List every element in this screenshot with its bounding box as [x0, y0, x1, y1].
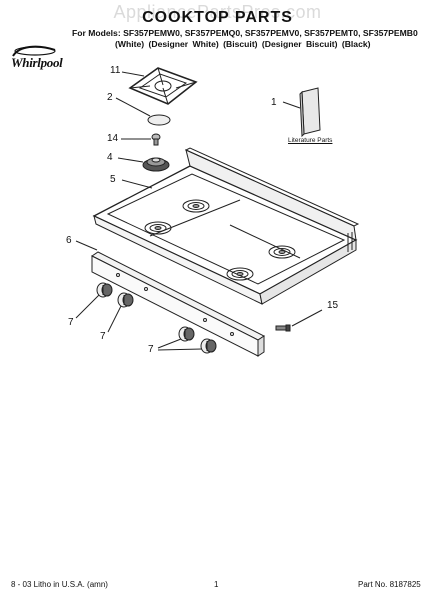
callout-7b: 7 — [100, 331, 106, 342]
callout-11: 11 — [110, 65, 121, 76]
callout-7a: 7 — [68, 317, 74, 328]
footer-page-number: 1 — [214, 580, 219, 589]
footer-litho: 8 - 03 Litho in U.S.A. (amn) — [11, 580, 108, 589]
model-variants: (White) (Designer White) (Biscuit) (Desi… — [115, 39, 371, 49]
orifice-spud — [151, 133, 161, 146]
callout-2: 2 — [107, 92, 113, 103]
whirlpool-logo: Whirlpool — [11, 55, 63, 70]
control-knob — [178, 326, 195, 342]
surface-burner-left-front — [144, 221, 172, 235]
model-list: For Models: SF357PEMW0, SF357PEMQ0, SF35… — [72, 28, 418, 38]
callout-1: 1 — [271, 97, 277, 108]
control-panel — [91, 251, 265, 357]
control-knob — [117, 292, 134, 308]
burner-base — [142, 157, 170, 172]
control-knob — [200, 338, 217, 354]
callout-5: 5 — [110, 174, 116, 185]
whirlpool-logo-swirl — [12, 45, 56, 57]
screw — [275, 324, 291, 332]
callout-4: 4 — [107, 152, 113, 163]
callout-14: 14 — [107, 133, 119, 144]
footer-part-number: Part No. 8187825 — [358, 580, 421, 589]
cooktop-main-top — [92, 147, 360, 305]
surface-burner-right-rear — [268, 245, 296, 259]
literature-parts-label: Literature Parts — [288, 137, 333, 144]
burner-grate — [128, 67, 198, 105]
control-knob — [96, 282, 113, 298]
callout-7c: 7 — [148, 344, 154, 355]
page-title: COOKTOP PARTS — [142, 9, 293, 26]
callout-6: 6 — [66, 235, 72, 246]
watermark: AppliancePartsPros.com — [113, 2, 322, 22]
burner-cap — [147, 114, 171, 126]
surface-burner-right-front — [226, 267, 254, 281]
surface-burner-left-rear — [182, 199, 210, 213]
callout-15: 15 — [327, 300, 339, 311]
literature-booklet — [299, 87, 321, 138]
